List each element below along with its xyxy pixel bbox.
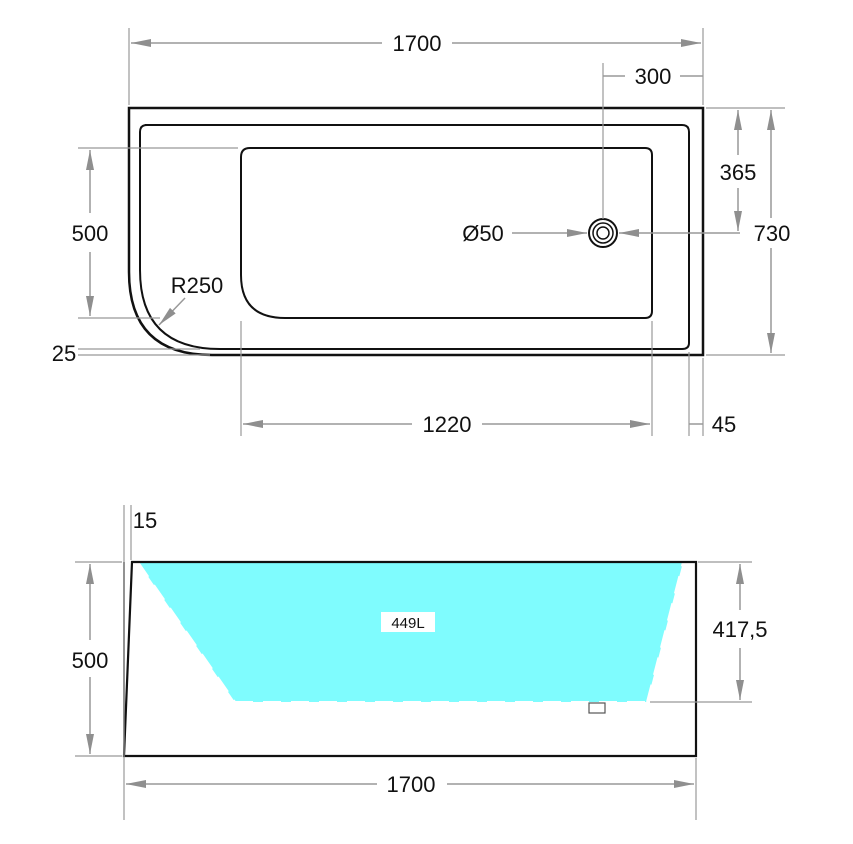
capacity-label-box (381, 612, 435, 632)
dim-water-depth: 417,5 (712, 617, 767, 642)
dim-inner-width: 500 (72, 221, 109, 246)
dim-corner-radius: R250 (171, 273, 224, 298)
top-extension-lines (78, 28, 785, 436)
tub-side-outline (122, 560, 698, 758)
dim-edge-gap: 25 (52, 341, 76, 366)
dim-wall-thickness: 15 (133, 508, 157, 533)
dim-overall-length: 1700 (393, 31, 442, 56)
side-view: 15 500 417,5 449L 1700 (72, 505, 768, 820)
tub-rim-outline (139, 124, 690, 350)
dim-overall-width: 730 (754, 221, 791, 246)
capacity-label: 449L (391, 615, 424, 632)
dim-inner-length: 1220 (423, 412, 472, 437)
side-extension-lines (75, 505, 752, 820)
dim-height: 500 (72, 648, 109, 673)
top-view: 1700 300 365 730 Ø50 500 R250 25 1220 45 (52, 28, 791, 437)
drain-icon (588, 218, 618, 248)
drain-stub (588, 702, 606, 714)
dim-side-length: 1700 (387, 772, 436, 797)
tub-outer-outline (127, 106, 705, 357)
dim-drain-diameter: Ø50 (462, 221, 504, 246)
dim-drain-offset: 300 (635, 64, 672, 89)
leader-corner-radius (158, 297, 186, 326)
dim-drain-to-edge: 365 (720, 160, 757, 185)
dim-rim-width: 45 (712, 412, 736, 437)
tub-basin-outline (240, 147, 653, 319)
